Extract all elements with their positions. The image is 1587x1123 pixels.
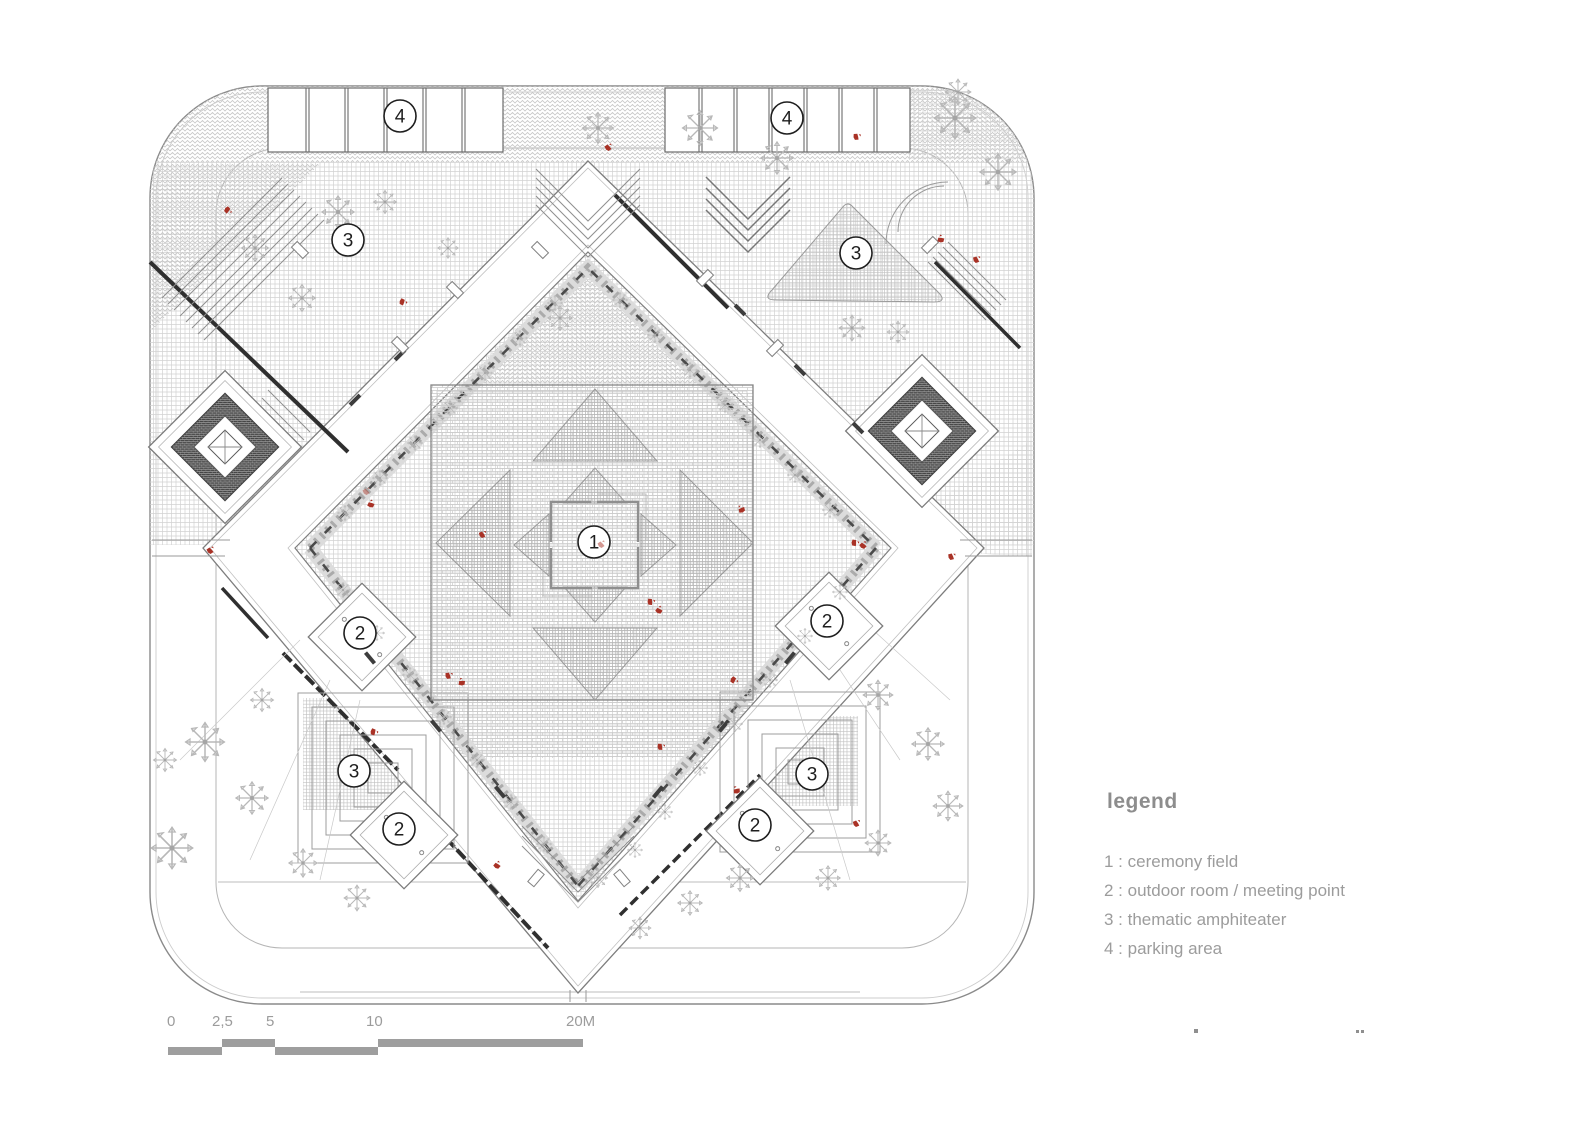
scalebar-segment xyxy=(275,1047,378,1055)
svg-text:3: 3 xyxy=(851,244,862,265)
plan-marker-2: 2 xyxy=(810,604,844,638)
svg-text:3: 3 xyxy=(343,231,354,252)
legend-item: 1 : ceremony field xyxy=(1104,852,1239,871)
svg-text:4: 4 xyxy=(395,107,406,128)
ceremony-field xyxy=(430,384,754,701)
plaza-pinwheel xyxy=(542,493,647,597)
scalebar-label: 20M xyxy=(566,1013,596,1030)
stray-print-mark xyxy=(1356,1030,1359,1033)
scalebar-segment xyxy=(168,1047,222,1055)
plan-marker-3: 3 xyxy=(337,754,371,788)
scalebar-label: 0 xyxy=(167,1013,176,1030)
plan-marker-3: 3 xyxy=(331,223,365,257)
amphitheater-steps xyxy=(161,168,1007,903)
svg-text:4: 4 xyxy=(782,109,793,130)
scalebar-label: 10 xyxy=(366,1013,383,1030)
leader-lines xyxy=(179,599,951,881)
plaza-triangles xyxy=(435,388,754,701)
promenade-loop xyxy=(152,160,1032,1002)
scalebar-label: 5 xyxy=(266,1013,275,1030)
area-markers: 1 2 2 2 2 3 3 3 3 4 4 xyxy=(331,99,873,846)
plan-marker-1: 1 xyxy=(577,525,611,559)
svg-text:1: 1 xyxy=(589,533,600,554)
pavilion-east xyxy=(844,353,1000,509)
svg-text:2: 2 xyxy=(822,612,833,633)
plan-marker-2: 2 xyxy=(343,616,377,650)
stray-print-mark xyxy=(1361,1030,1364,1033)
scalebar-label: 2,5 xyxy=(212,1013,233,1030)
dark-hedge-bands xyxy=(148,193,1022,950)
legend-item: 4 : parking area xyxy=(1104,939,1223,958)
plan-marker-3: 3 xyxy=(839,236,873,270)
svg-text:2: 2 xyxy=(394,820,405,841)
legend-title: legend xyxy=(1107,790,1178,813)
plan-marker-2: 2 xyxy=(738,808,772,842)
svg-text:3: 3 xyxy=(349,762,360,783)
scalebar-segment xyxy=(222,1039,275,1047)
plan-marker-3: 3 xyxy=(795,757,829,791)
plan-marker-2: 2 xyxy=(382,812,416,846)
scalebar-segment xyxy=(378,1039,583,1047)
svg-text:2: 2 xyxy=(750,816,761,837)
svg-text:2: 2 xyxy=(355,624,366,645)
legend-item: 3 : thematic amphiteater xyxy=(1104,910,1287,929)
svg-text:3: 3 xyxy=(807,765,818,786)
pavilion-west xyxy=(147,369,303,525)
legend: legend 1 : ceremony field 2 : outdoor roo… xyxy=(1104,790,1345,963)
legend-items: 1 : ceremony field 2 : outdoor room / mee… xyxy=(1104,847,1345,963)
plan-marker-4: 4 xyxy=(383,99,417,133)
stray-print-mark xyxy=(1194,1029,1198,1033)
legend-item: 2 : outdoor room / meeting point xyxy=(1104,881,1345,900)
plan-marker-4: 4 xyxy=(770,101,804,135)
